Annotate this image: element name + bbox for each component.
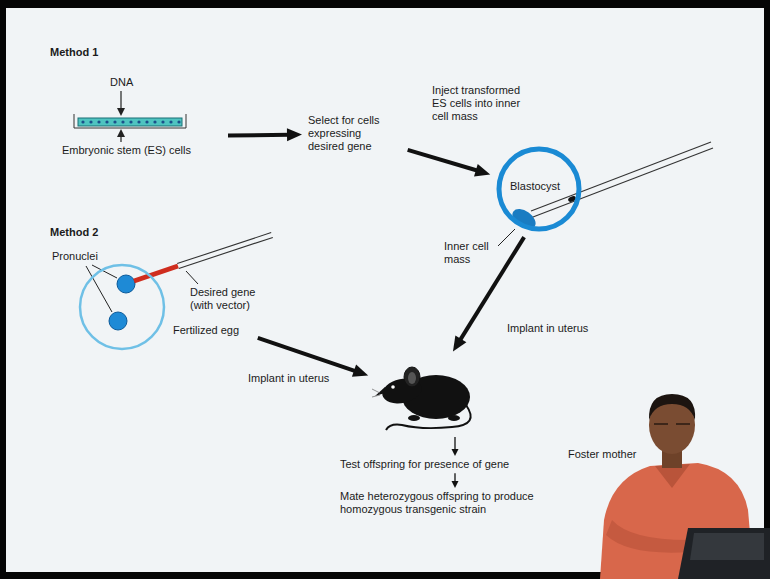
- arrow-head: [352, 364, 368, 376]
- part-label: Pronuclei: [52, 250, 98, 263]
- presenter-glasses: [654, 423, 690, 425]
- mouse-ear: [404, 367, 420, 387]
- edge-label: Implant in uterus: [246, 372, 331, 385]
- leader-line: [498, 229, 515, 246]
- es-cell-dot: [89, 120, 92, 123]
- presenter-arm: [606, 520, 690, 553]
- es-cell-dot: [177, 120, 180, 123]
- method-heading: Method 1: [50, 46, 98, 59]
- node-text: Mate heterozygous offspring to produce h…: [340, 490, 580, 516]
- pronucleus: [109, 312, 127, 330]
- flow-arrow: [258, 338, 368, 377]
- arrow-head: [452, 449, 459, 456]
- part-label: Desired gene (with vector): [190, 286, 262, 312]
- presenter: [600, 394, 770, 579]
- flow-arrow: [452, 437, 459, 456]
- es-cell-dot: [113, 120, 116, 123]
- dna-arrow: [120, 91, 121, 109]
- node-text: Fertilized egg: [173, 324, 239, 337]
- step-text: Select for cells expressing desired gene: [308, 114, 400, 154]
- mouse-eye: [391, 385, 395, 389]
- gene-needle: [177, 233, 271, 264]
- flow-arrow: [452, 473, 459, 488]
- mouse-ear-inner: [408, 372, 416, 384]
- dna-label: DNA: [110, 76, 133, 89]
- es-arrow-head: [117, 129, 125, 137]
- es-cell-dot: [129, 120, 132, 123]
- es-cell-dot: [145, 120, 148, 123]
- laptop: [678, 528, 770, 579]
- arrow-shaft: [408, 150, 479, 171]
- step-note: Inject transformed ES cells into inner c…: [432, 84, 532, 124]
- es-cell-dot: [105, 120, 108, 123]
- laptop-screen: [690, 533, 764, 560]
- arrow-head: [474, 164, 490, 176]
- flow-arrow: [228, 128, 302, 141]
- pronucleus: [117, 275, 135, 293]
- es-cell-dot: [81, 120, 84, 123]
- step-text: Mate heterozygous offspring to produce h…: [340, 490, 580, 516]
- node-text: Test offspring for presence of gene: [340, 458, 509, 471]
- gene-needle: [179, 237, 273, 268]
- node-text: Select for cells expressing desired gene: [308, 114, 400, 154]
- blastocyst-circle: Blastocyst: [496, 146, 582, 232]
- dish-tray: [74, 114, 186, 128]
- node-text: Blastocyst: [510, 180, 560, 193]
- foster-mouse: Foster mother: [372, 355, 480, 435]
- es-cell-dot: [121, 120, 124, 123]
- egg-outline: [80, 265, 164, 349]
- blastocyst-outline: [499, 149, 579, 229]
- arrow-head: [287, 128, 302, 141]
- part-label: Inner cell mass: [444, 240, 498, 266]
- es-cell-dot: [137, 120, 140, 123]
- foster-mouse-shape: [372, 355, 480, 435]
- arrow-shaft: [258, 338, 357, 372]
- arrow-shaft: [228, 133, 290, 138]
- presenter-hair: [649, 394, 695, 420]
- es-cell-dot: [153, 120, 156, 123]
- node-text: Foster mother: [568, 448, 636, 461]
- mouse-foot: [448, 415, 460, 421]
- dna-arrow-head: [117, 108, 125, 116]
- mouse-whiskers: [372, 389, 380, 397]
- cell-layer: [78, 118, 182, 126]
- node-text: Embryonic stem (ES) cells: [62, 144, 191, 157]
- edge-label: Implant in uterus: [505, 322, 590, 335]
- step-text: Test offspring for presence of gene: [340, 458, 509, 471]
- es-cell-dot: [161, 120, 164, 123]
- arrow-head: [453, 335, 466, 351]
- es-cell-dot: [97, 120, 100, 123]
- cell-dish: Embryonic stem (ES) cells: [58, 112, 193, 162]
- arrow-head: [452, 481, 459, 488]
- method-heading: Method 2: [50, 226, 98, 239]
- flow-arrow: [408, 150, 491, 177]
- mouse-foot: [408, 415, 420, 421]
- es-cell-dot: [169, 120, 172, 123]
- leader-line: [186, 271, 198, 284]
- arrow-shaft: [454, 437, 455, 450]
